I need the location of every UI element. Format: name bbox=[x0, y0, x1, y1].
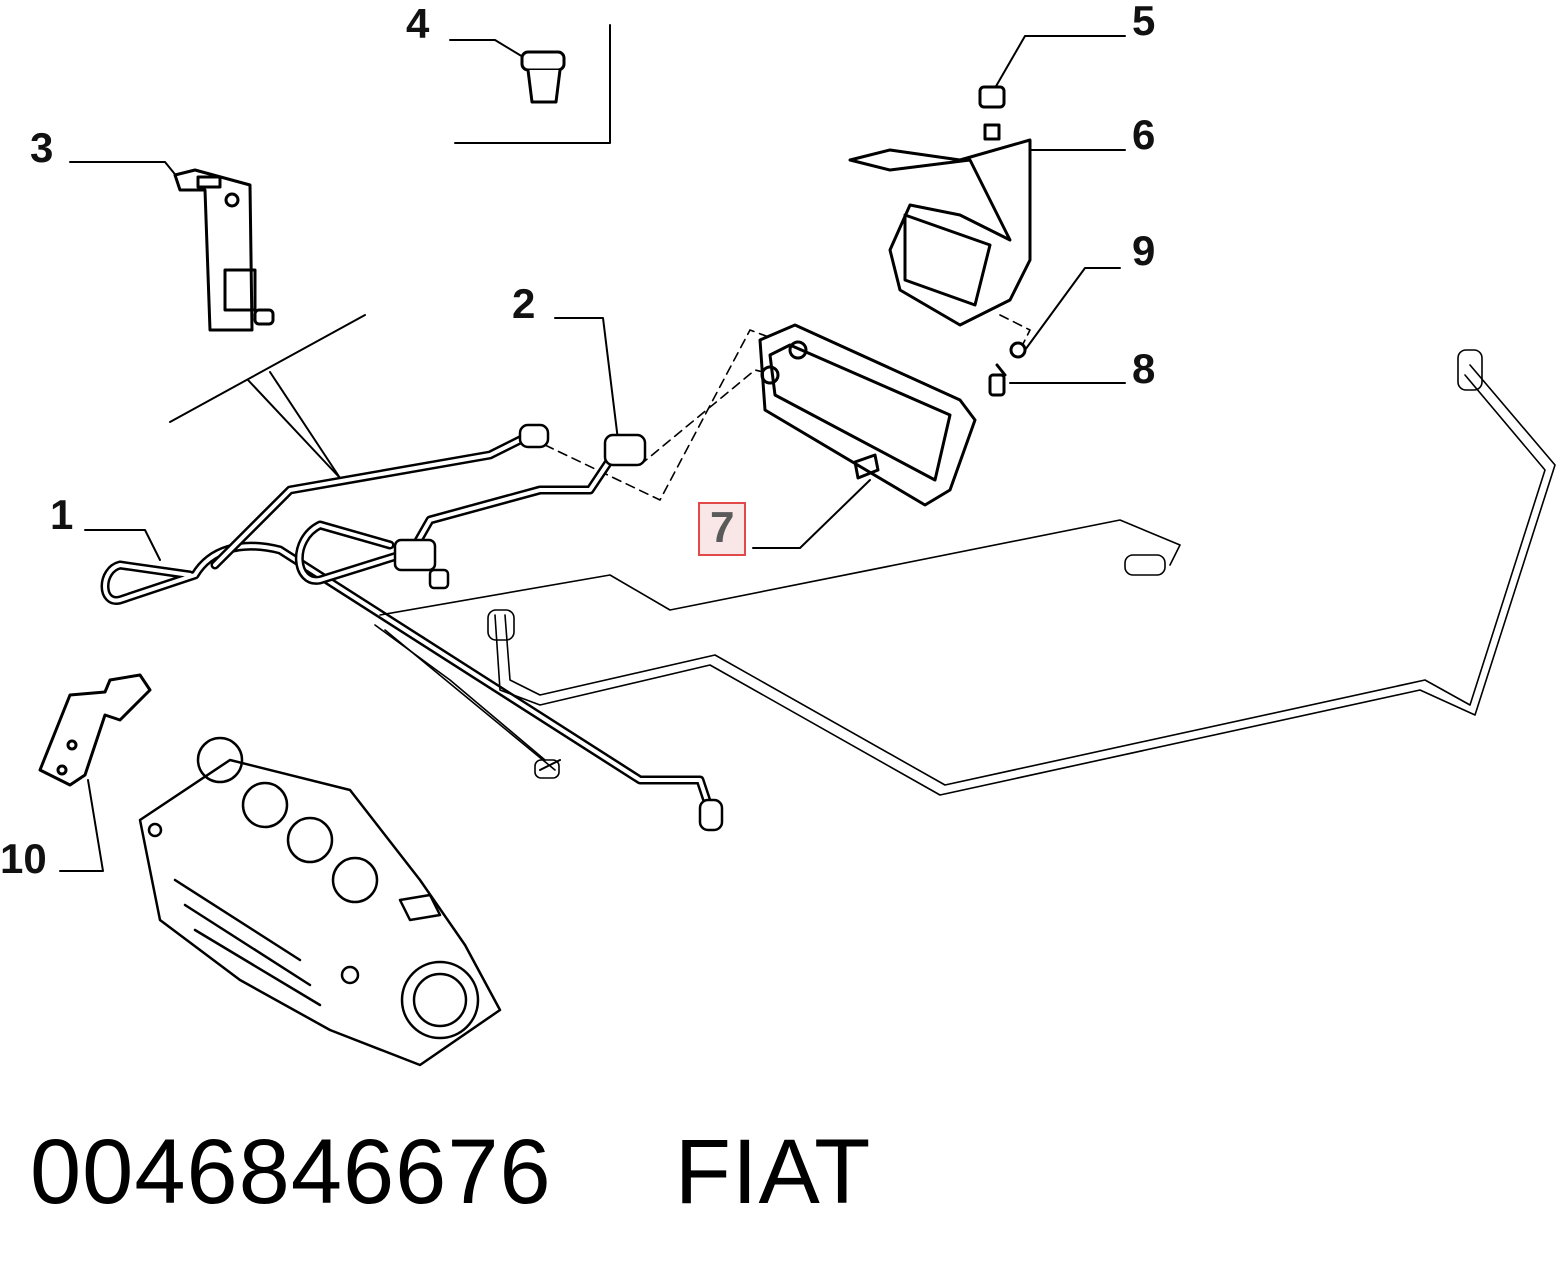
pipe-1 bbox=[100, 423, 724, 832]
callout-6[interactable]: 6 bbox=[1132, 111, 1156, 158]
callout-8[interactable]: 8 bbox=[1132, 345, 1156, 392]
intake-manifold bbox=[138, 736, 502, 1067]
callout-1[interactable]: 1 bbox=[50, 491, 74, 538]
washer-9 bbox=[1009, 341, 1027, 359]
callout-5[interactable]: 5 bbox=[1132, 0, 1156, 44]
callout-2[interactable]: 2 bbox=[512, 280, 536, 327]
bolt-8 bbox=[988, 363, 1007, 397]
leader-lines bbox=[59, 24, 1126, 872]
thin-lines bbox=[374, 349, 1556, 796]
bracket-6 bbox=[848, 123, 1032, 327]
canister-7 bbox=[758, 323, 977, 507]
bracket-10 bbox=[38, 673, 152, 787]
nut-5 bbox=[978, 85, 1006, 109]
brand-name: FIAT bbox=[674, 1121, 872, 1223]
part-number: 0046846676 bbox=[30, 1121, 552, 1223]
clip-4 bbox=[520, 50, 566, 104]
callout-9[interactable]: 9 bbox=[1132, 227, 1156, 274]
bracket-3 bbox=[173, 168, 275, 332]
callout-4[interactable]: 4 bbox=[406, 0, 430, 47]
callout-7[interactable]: 7 bbox=[698, 502, 747, 556]
pipe-2 bbox=[294, 433, 647, 590]
callout-3[interactable]: 3 bbox=[30, 124, 54, 171]
part-caption: 0046846676 FIAT bbox=[30, 1120, 871, 1225]
callout-10[interactable]: 10 bbox=[0, 835, 47, 882]
